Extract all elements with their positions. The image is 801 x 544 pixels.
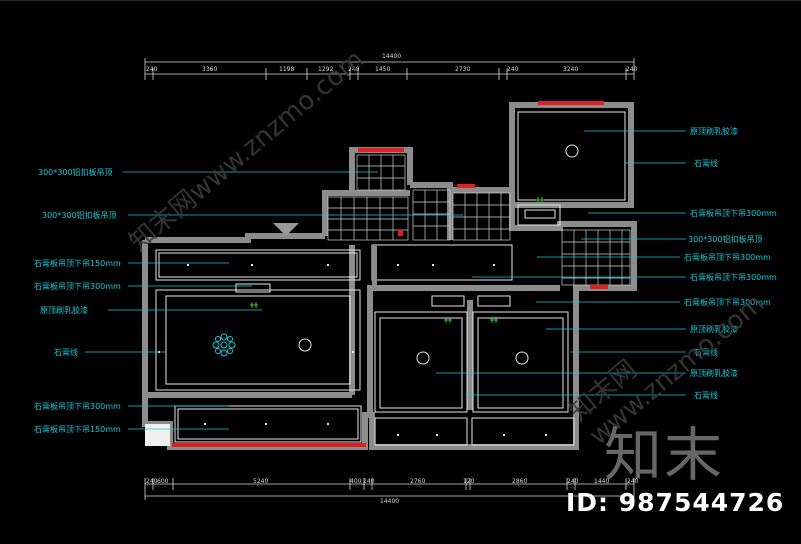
label-left-3: 石膏板吊顶下吊150mm <box>34 259 121 268</box>
label-left-6: 石膏线 <box>54 348 78 357</box>
label-left-1: 300*300铝扣板吊顶 <box>38 168 113 177</box>
leader-lines <box>85 130 686 430</box>
bottom-dim-5: 240 <box>363 478 375 485</box>
light-fixtures <box>298 144 579 365</box>
label-left-4: 石膏板吊顶下吊300mm <box>34 282 121 291</box>
bottom-dim-8: 2860 <box>512 478 528 485</box>
top-dim-5: 240 <box>348 66 360 73</box>
bottom-dim-11: 240 <box>627 478 639 485</box>
label-left-2: 300*300铝扣板吊顶 <box>42 211 117 220</box>
label-right-5: 石膏板吊顶下吊300mm <box>684 253 771 262</box>
top-dim-4: 1292 <box>318 66 334 73</box>
bottom-dim-6: 2760 <box>410 478 426 485</box>
label-right-9: 石膏线 <box>694 348 718 357</box>
label-right-8: 原顶刷乳胶漆 <box>690 325 738 334</box>
windows <box>172 101 608 447</box>
dimension-lines <box>144 58 635 500</box>
top-dim-3: 1198 <box>279 66 295 73</box>
bottom-dim-10: 1440 <box>594 478 610 485</box>
bottom-dim-2: 600 <box>157 478 169 485</box>
top-total-dimension: 14400 <box>382 53 402 60</box>
label-right-4: 300*300铝扣板吊顶 <box>688 235 763 244</box>
top-dim-1: 240 <box>146 66 158 73</box>
vent-icons <box>250 197 544 323</box>
label-right-6: 石膏板吊顶下吊300mm <box>690 273 777 282</box>
label-right-11: 石膏线 <box>694 391 718 400</box>
label-right-2: 石膏线 <box>694 159 718 168</box>
label-right-7: 石膏板吊顶下吊300mm <box>684 298 771 307</box>
bottom-dim-9: 240 <box>567 478 579 485</box>
entry-arrow-icon <box>273 223 299 236</box>
label-left-8: 石膏板吊顶下吊150mm <box>34 425 121 434</box>
column-block <box>145 424 170 446</box>
chandelier-icon <box>212 333 236 357</box>
watermark-id: ID: 987544726 <box>566 488 785 517</box>
top-dim-6: 1450 <box>375 66 391 73</box>
watermark-logo: 知末 <box>604 421 725 489</box>
top-dim-9: 3240 <box>563 66 579 73</box>
top-dim-7: 2730 <box>455 66 471 73</box>
bottom-dim-3: 5240 <box>253 478 269 485</box>
aluminium-tile-grids <box>327 154 631 286</box>
bottom-total-dimension: 14400 <box>380 498 400 505</box>
top-dim-2: 3360 <box>202 66 218 73</box>
top-dim-8: 240 <box>507 66 519 73</box>
label-right-10: 原顶刷乳胶漆 <box>690 369 738 378</box>
label-left-7: 石膏板吊顶下吊300mm <box>34 402 121 411</box>
label-right-1: 原顶刷乳胶漆 <box>690 127 738 136</box>
label-right-3: 石膏板吊顶下吊300mm <box>690 209 777 218</box>
label-left-5: 原顶刷乳胶漆 <box>40 306 88 315</box>
bottom-dim-1: 240 <box>146 478 158 485</box>
ceiling-panels <box>155 111 626 446</box>
bottom-dim-4: 400 <box>350 478 362 485</box>
top-dim-10: 240 <box>626 66 638 73</box>
bottom-dim-7: 120 <box>463 478 475 485</box>
